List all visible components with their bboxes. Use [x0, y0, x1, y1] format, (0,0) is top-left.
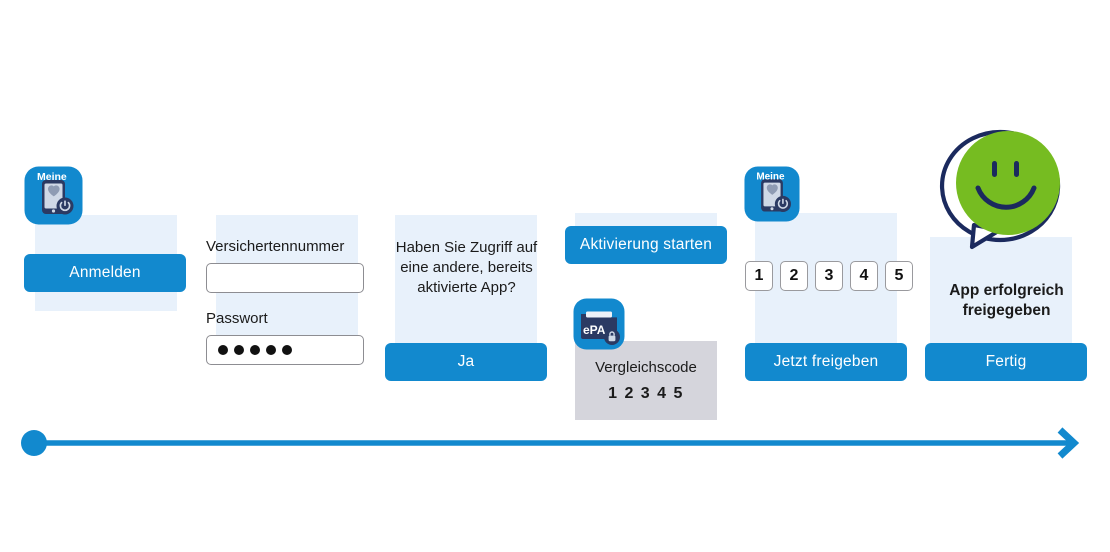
smiley-speech-bubble-svg — [940, 129, 1061, 250]
step-panel-question — [395, 215, 537, 343]
status-line-2: freigegeben — [962, 302, 1051, 320]
versichertennummer-input[interactable] — [206, 263, 364, 293]
arrow-right-icon — [1057, 427, 1080, 459]
anmelden-button[interactable]: Anmelden — [24, 254, 186, 292]
digit-box-2[interactable]: 2 — [780, 261, 808, 291]
vergleichscode-caption-text: Vergleichscode — [595, 359, 697, 376]
step-panel-vergleichscode — [575, 341, 717, 420]
epa-folder-icon-label: ePA — [583, 323, 606, 337]
passwort-masked-value — [218, 345, 292, 355]
meine-app-icon-svg: Meine — [24, 166, 83, 225]
passwort-input[interactable] — [206, 335, 364, 365]
versichertennummer-label: Versichertennummer — [206, 238, 345, 255]
epa-folder-lock-icon: ePA — [573, 298, 625, 350]
digit-box-3[interactable]: 3 — [815, 261, 843, 291]
meine-app-icon-2: Meine — [744, 166, 800, 222]
meine-app-icon-2-label: Meine — [756, 171, 785, 182]
meine-app-icon-2-svg: Meine — [744, 166, 800, 222]
digit-box-1[interactable]: 1 — [745, 261, 773, 291]
question-line-2: eine andere, bereits — [400, 258, 533, 276]
vergleichscode-value: 1 2 3 4 5 — [608, 384, 684, 402]
timeline-start-dot — [21, 430, 47, 456]
passwort-label: Passwort — [206, 310, 268, 327]
digit-box-4[interactable]: 4 — [850, 261, 878, 291]
meine-app-icon-label: Meine — [37, 171, 67, 183]
status-text-done: App erfolgreich freigegeben — [925, 281, 1088, 322]
question-line-3: aktivierte App? — [417, 278, 516, 296]
epa-folder-lock-icon-svg: ePA — [573, 298, 625, 350]
question-line-1: Haben Sie Zugriff auf — [395, 239, 538, 256]
fertig-button[interactable]: Fertig — [925, 343, 1087, 381]
timeline-arrow — [18, 425, 1092, 461]
ja-button[interactable]: Ja — [385, 343, 547, 381]
meine-app-icon: Meine — [24, 166, 83, 225]
timeline-arrow-svg — [21, 427, 1080, 459]
digit-box-5[interactable]: 5 — [885, 261, 913, 291]
aktivierung-starten-button[interactable]: Aktivierung starten — [565, 226, 727, 264]
release-code-digits: 1 2 3 4 5 — [745, 261, 913, 291]
step-panel-done — [930, 237, 1072, 343]
status-line-1: App erfolgreich — [949, 282, 1064, 299]
question-text: Haben Sie Zugriff auf eine andere, berei… — [385, 238, 548, 297]
jetzt-freigeben-button[interactable]: Jetzt freigeben — [745, 343, 907, 381]
smiley-speech-bubble-icon — [930, 126, 1075, 251]
vergleichscode-caption: Vergleichscode 1 2 3 4 5 — [565, 358, 727, 404]
